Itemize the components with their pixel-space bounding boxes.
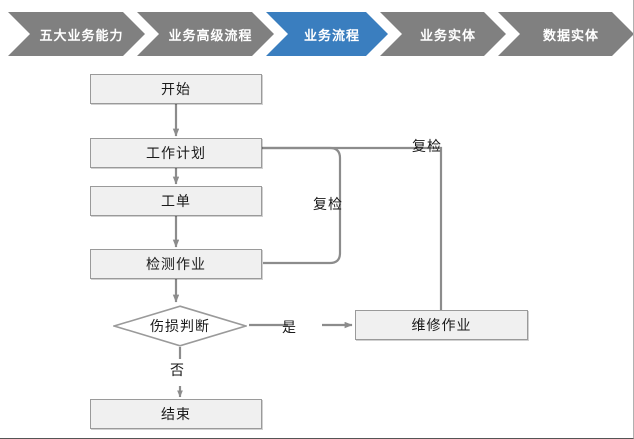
node-start[interactable]: 开始 [90,74,262,104]
breadcrumb-item-0[interactable]: 五大业务能力 [8,12,145,56]
breadcrumb-item-4-label: 数据实体 [542,27,599,43]
breadcrumb-item-2[interactable]: 业务流程 [266,12,388,56]
edge-label-recheck-outer: 复检 [412,138,442,154]
breadcrumb-item-3[interactable]: 业务实体 [380,12,506,56]
edge-label-yes: 是 [282,319,297,335]
breadcrumb-item-0-label: 五大业务能力 [39,27,124,43]
breadcrumb-item-3-label: 业务实体 [419,27,476,43]
node-work-order[interactable]: 工单 [90,186,262,216]
flowchart: 开始 工作计划 工单 检测作业 伤损判断 维修作业 结束 复检 复检 是 否 [0,56,633,438]
node-damage-decision[interactable]: 伤损判断 [113,305,247,347]
node-inspection-task[interactable]: 检测作业 [90,249,262,279]
node-work-plan[interactable]: 工作计划 [90,138,262,168]
connector-lines [172,104,443,398]
edge-label-recheck-inner: 复检 [313,196,343,212]
node-repair-task[interactable]: 维修作业 [355,310,528,340]
breadcrumb-item-1-label: 业务高级流程 [168,27,253,43]
breadcrumb: 五大业务能力 业务高级流程 业务流程 业务实体 数据实体 [0,12,634,56]
diamond-shape [113,305,247,347]
edge-label-no: 否 [170,362,185,378]
breadcrumb-item-4[interactable]: 数据实体 [498,12,634,56]
node-damage-decision-label: 伤损判断 [150,318,210,334]
breadcrumb-item-2-label: 业务流程 [303,27,360,43]
breadcrumb-item-1[interactable]: 业务高级流程 [137,12,274,56]
node-end[interactable]: 结束 [90,399,262,429]
